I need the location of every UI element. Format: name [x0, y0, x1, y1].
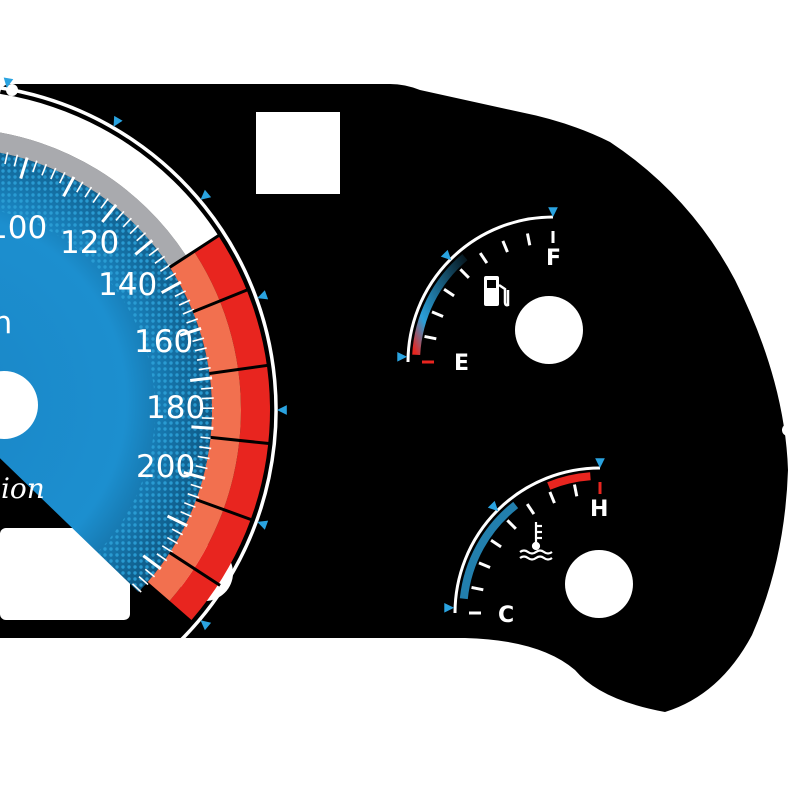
speed-tick — [201, 388, 213, 389]
speed-label-200: 200 — [136, 449, 195, 485]
fuel-empty-label: E — [454, 351, 469, 376]
speed-label-160: 160 — [134, 324, 193, 360]
warning-light-window — [256, 112, 340, 194]
temp-hot-label: H — [590, 497, 608, 522]
brand-logo: lion — [0, 472, 45, 505]
speed-tick — [191, 427, 213, 429]
speed-label-100: 100 — [0, 210, 47, 246]
speed-label-180: 180 — [146, 390, 205, 426]
fuel-full-label: F — [546, 246, 561, 271]
speed-label-140: 140 — [98, 267, 157, 303]
temp-cold-label: C — [498, 603, 514, 628]
temp-needle-hub — [565, 550, 633, 618]
fuel-needle-hub — [515, 296, 583, 364]
mount-hole — [782, 424, 794, 436]
speed-label-120: 120 — [60, 225, 119, 261]
speed-unit-label: km/h — [0, 305, 12, 341]
